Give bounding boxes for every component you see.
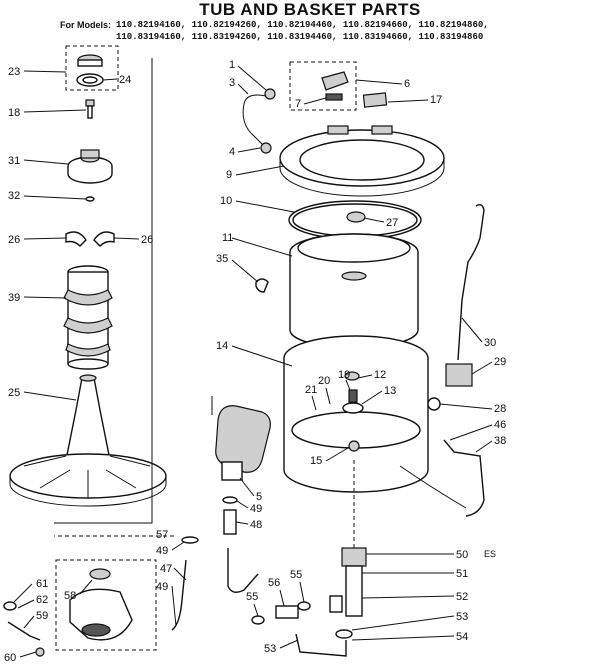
callout-61: 61 xyxy=(36,578,48,590)
drain-hose xyxy=(399,439,485,517)
cap-seal xyxy=(76,73,104,87)
callout-14: 14 xyxy=(216,340,228,352)
callout-3: 3 xyxy=(229,77,235,89)
outer-tub xyxy=(283,335,429,493)
callout-20: 20 xyxy=(318,375,330,387)
callout-32: 32 xyxy=(8,190,20,202)
callout-29: 29 xyxy=(494,356,506,368)
drain-parts xyxy=(295,547,367,657)
callout-5: 5 xyxy=(256,491,262,503)
hose-47 xyxy=(171,536,199,631)
callout-55-a: 55 xyxy=(246,591,258,603)
callout-38: 38 xyxy=(494,435,506,447)
callout-47: 47 xyxy=(160,563,172,575)
callout-26-right: 26 xyxy=(141,234,153,246)
callout-48: 48 xyxy=(250,519,262,531)
callout-58: 58 xyxy=(64,590,76,602)
washer-ring xyxy=(85,196,95,202)
callout-59: 59 xyxy=(36,610,48,622)
callout-6: 6 xyxy=(404,78,410,90)
callout-49-c: 49 xyxy=(156,581,168,593)
agitator-base xyxy=(9,374,167,507)
couplings xyxy=(251,601,311,625)
callout-11: 11 xyxy=(222,232,233,244)
callout-4: 4 xyxy=(229,146,235,158)
models-line-1: 110.82194160, 110.82194260, 110.82194460… xyxy=(116,20,489,30)
basket-clip xyxy=(255,278,269,293)
drain-hose-curve xyxy=(227,548,259,593)
agitator-auger xyxy=(63,265,113,370)
callout-12: 12 xyxy=(374,369,386,381)
callout-31: 31 xyxy=(8,155,20,167)
callout-55-b: 55 xyxy=(290,569,302,581)
models-label: For Models: xyxy=(60,20,111,30)
callout-49-b: 49 xyxy=(156,545,168,557)
agitator-cap xyxy=(77,54,103,67)
callout-56: 56 xyxy=(268,577,280,589)
agitator-bolt xyxy=(85,99,95,119)
callout-15: 15 xyxy=(310,455,322,467)
pump xyxy=(69,568,133,641)
callout-17: 17 xyxy=(430,94,442,106)
callout-60: 60 xyxy=(4,652,16,664)
page-title: TUB AND BASKET PARTS xyxy=(199,0,421,19)
callout-46: 46 xyxy=(494,419,506,431)
callout-35: 35 xyxy=(216,253,228,265)
models-line-2: 110.83194160, 110.83194260, 110.83194460… xyxy=(116,32,484,42)
callout-24: 24 xyxy=(119,74,131,86)
callout-19: 19 xyxy=(338,369,350,381)
callout-21: 21 xyxy=(305,384,317,396)
callout-50: 50 xyxy=(456,549,468,561)
callout-62: 62 xyxy=(36,594,48,606)
hose-49-a xyxy=(222,496,238,504)
callout-18: 18 xyxy=(8,107,20,119)
pad-plate xyxy=(362,92,388,108)
callout-53-a: 53 xyxy=(456,611,468,623)
callout-39: 39 xyxy=(8,292,20,304)
callout-1: 1 xyxy=(229,59,235,71)
callout-27: 27 xyxy=(386,217,398,229)
pump-clamps xyxy=(3,601,45,657)
lid-switch-wire xyxy=(242,88,276,154)
pump-group-box xyxy=(55,559,157,651)
callout-28: 28 xyxy=(494,403,506,415)
callout-53-b: 53 xyxy=(264,643,276,655)
reference-code: ES xyxy=(484,549,497,559)
agitator-dog xyxy=(67,149,113,184)
callout-54: 54 xyxy=(456,631,468,643)
callout-25: 25 xyxy=(8,387,20,399)
hose-48 xyxy=(223,509,237,535)
callout-7: 7 xyxy=(295,98,301,110)
callout-30: 30 xyxy=(484,337,496,349)
callout-26-left: 26 xyxy=(8,234,20,246)
callout-9: 9 xyxy=(226,169,232,181)
callout-10: 10 xyxy=(220,195,232,207)
water-inlet xyxy=(427,203,485,411)
spin-basket xyxy=(289,233,419,349)
basket-nut xyxy=(346,211,366,223)
retainer-clips xyxy=(65,231,115,247)
callout-57: 57 xyxy=(156,529,168,541)
cap-group-box xyxy=(65,45,119,91)
center-post xyxy=(342,371,364,414)
callout-23: 23 xyxy=(8,66,20,78)
callout-52: 52 xyxy=(456,591,468,603)
tub-cover xyxy=(279,125,445,197)
callout-13: 13 xyxy=(384,385,396,397)
callout-51: 51 xyxy=(456,568,468,580)
hinge-bracket xyxy=(321,71,349,101)
callout-49-a: 49 xyxy=(250,503,262,515)
tub-seal xyxy=(215,405,271,481)
hinge-group-box xyxy=(289,61,357,111)
